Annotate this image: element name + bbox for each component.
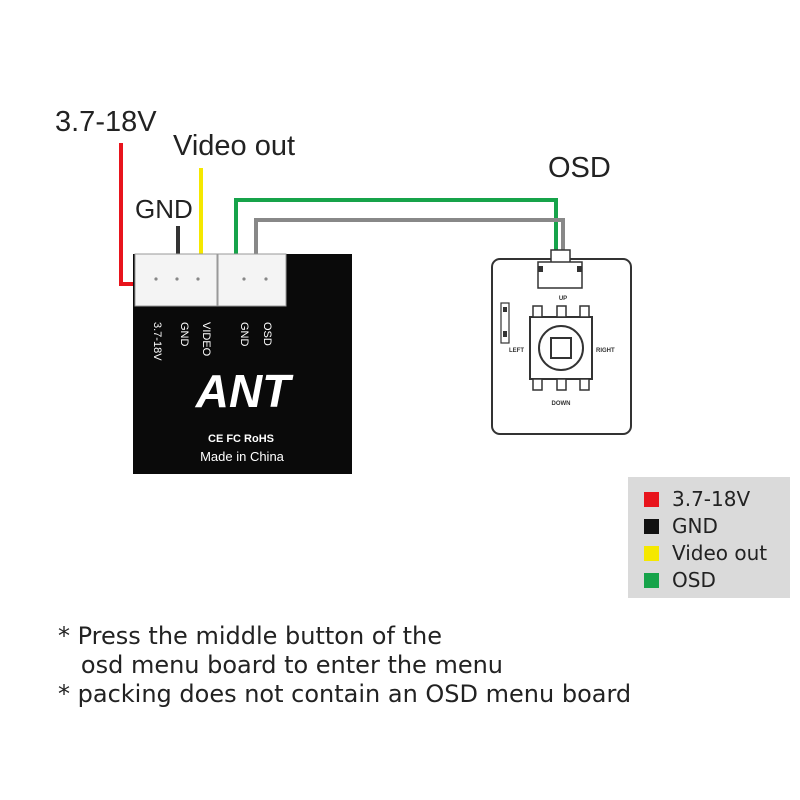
legend-item-video: Video out bbox=[644, 541, 767, 565]
note-line: * packing does not contain an OSD menu b… bbox=[58, 680, 632, 708]
button-label-left: LEFT bbox=[509, 348, 524, 354]
osd-connector bbox=[537, 261, 583, 289]
legend-label: OSD bbox=[672, 568, 716, 592]
note-line: osd menu board to enter the menu bbox=[58, 651, 504, 679]
power-wire-label: 3.7-18V bbox=[55, 106, 157, 138]
power-wire bbox=[119, 143, 138, 286]
button-pin bbox=[556, 378, 567, 391]
connector-pin bbox=[264, 277, 268, 281]
pin-label-gnd: GND bbox=[178, 322, 190, 347]
osd-connector-pin bbox=[538, 266, 543, 272]
button-label-down: DOWN bbox=[552, 401, 571, 407]
color-legend: 3.7-18V GND Video out OSD bbox=[628, 477, 790, 598]
certification-marks: CE FC RoHS bbox=[208, 433, 274, 445]
connector-pin bbox=[242, 277, 246, 281]
brand-logo: ANT bbox=[195, 365, 294, 417]
osd-side-switch-knob bbox=[503, 331, 507, 337]
button-pin bbox=[532, 378, 543, 391]
legend-swatch-green bbox=[644, 572, 659, 588]
osd-side-switch-knob bbox=[503, 307, 507, 312]
legend-item-gnd: GND bbox=[644, 514, 718, 538]
legend-item-power: 3.7-18V bbox=[644, 487, 750, 511]
legend-swatch-yellow bbox=[644, 545, 659, 561]
button-pin bbox=[556, 305, 567, 318]
legend-label: Video out bbox=[672, 541, 768, 565]
gnd-wire-label: GND bbox=[135, 194, 193, 224]
legend-label: 3.7-18V bbox=[672, 487, 751, 511]
button-pin bbox=[532, 305, 543, 318]
made-in-china: Made in China bbox=[200, 449, 285, 464]
pin-label-osd: OSD bbox=[261, 322, 273, 346]
video-wire-label: Video out bbox=[173, 130, 295, 162]
legend-swatch-red bbox=[644, 491, 659, 507]
button-pin bbox=[579, 305, 590, 318]
connector-pin bbox=[154, 277, 158, 281]
osd-side-switch bbox=[500, 302, 510, 344]
pin-label-power: 3.7-18V bbox=[151, 322, 163, 361]
middle-button[interactable] bbox=[550, 337, 572, 359]
pin-label-gnd-2: GND bbox=[238, 322, 250, 347]
osd-gnd-wire bbox=[254, 218, 565, 255]
connector-right bbox=[217, 253, 287, 307]
osd-connector-pin bbox=[577, 266, 582, 272]
connector-pin bbox=[196, 277, 200, 281]
legend-item-osd: OSD bbox=[644, 568, 716, 592]
note-line: * Press the middle button of the bbox=[58, 622, 442, 650]
legend-swatch-black bbox=[644, 518, 659, 534]
button-pin bbox=[579, 378, 590, 391]
button-label-up: UP bbox=[559, 296, 567, 302]
button-label-right: RIGHT bbox=[596, 348, 615, 354]
connector-pin bbox=[175, 277, 179, 281]
osd-signal-wire bbox=[234, 198, 558, 255]
osd-board-label: OSD bbox=[548, 152, 611, 184]
legend-label: GND bbox=[672, 514, 718, 538]
notes: * Press the middle button of the osd men… bbox=[58, 622, 778, 709]
pin-label-video: VIDEO bbox=[200, 322, 212, 357]
